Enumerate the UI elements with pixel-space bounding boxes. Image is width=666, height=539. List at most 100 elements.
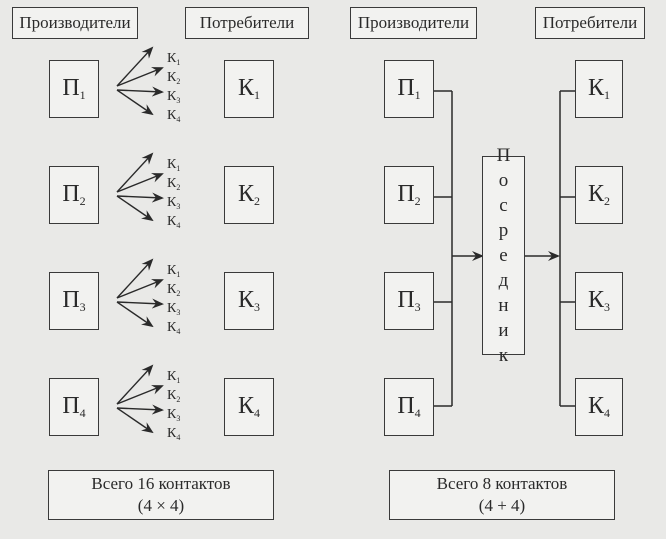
header-text: Потребители bbox=[199, 13, 295, 32]
node-label: К2 bbox=[237, 181, 260, 208]
left-total-box: Всего 16 контактов (4 × 4) bbox=[48, 470, 274, 520]
left-producer-p3: П3 bbox=[49, 272, 99, 330]
header-text: Производители bbox=[357, 13, 470, 32]
intermediary-letter: П bbox=[496, 145, 511, 166]
fan-arrow bbox=[116, 46, 154, 87]
fan-arrow bbox=[116, 407, 154, 434]
node-subscript: 1 bbox=[604, 88, 610, 102]
label-subscript: 4 bbox=[176, 327, 181, 336]
right-consumer-k4: К4 bbox=[575, 378, 623, 436]
node-subscript: 4 bbox=[254, 406, 260, 420]
fan-arrow bbox=[116, 152, 154, 193]
node-subscript: 1 bbox=[254, 88, 260, 102]
label-subscript: 3 bbox=[176, 308, 181, 317]
node-label: П3 bbox=[62, 287, 86, 314]
arrow-label-k1: К1 bbox=[167, 263, 181, 279]
node-label: П2 bbox=[397, 181, 421, 208]
node-label: П3 bbox=[397, 287, 421, 314]
node-subscript: 4 bbox=[604, 406, 610, 420]
intermediary-letter: р bbox=[498, 220, 509, 241]
node-label: П4 bbox=[397, 393, 421, 420]
fan-arrow bbox=[116, 258, 154, 299]
label-subscript: 1 bbox=[176, 58, 181, 67]
total-line-2: (4 × 4) bbox=[137, 496, 185, 515]
node-subscript: 1 bbox=[79, 88, 86, 102]
node-subscript: 3 bbox=[254, 300, 260, 314]
left-consumer-k4: К4 bbox=[224, 378, 274, 436]
node-subscript: 2 bbox=[79, 194, 86, 208]
arrow-label-k1: К1 bbox=[167, 51, 181, 67]
node-label: К2 bbox=[587, 181, 610, 208]
node-label: П4 bbox=[62, 393, 86, 420]
intermediary-letter: о bbox=[498, 170, 509, 191]
left-producer-p1: П1 bbox=[49, 60, 99, 118]
fan-arrow bbox=[116, 173, 164, 193]
label-subscript: 1 bbox=[176, 270, 181, 279]
fan-arrow bbox=[116, 404, 164, 415]
arrow-label-k4: К4 bbox=[167, 320, 181, 336]
total-line-1: Всего 16 контактов bbox=[91, 474, 231, 493]
left-producer-p2: П2 bbox=[49, 166, 99, 224]
right-consumer-k1: К1 bbox=[575, 60, 623, 118]
arrow-label-k4: К4 bbox=[167, 214, 181, 230]
arrow-label-k3: К3 bbox=[167, 301, 181, 317]
node-label: К1 bbox=[237, 75, 260, 102]
left-header-producers: Производители bbox=[12, 7, 138, 39]
node-label: П2 bbox=[62, 181, 86, 208]
node-label: К1 bbox=[587, 75, 610, 102]
arrow-label-k2: К2 bbox=[167, 388, 181, 404]
node-subscript: 4 bbox=[414, 406, 421, 420]
label-subscript: 1 bbox=[176, 376, 181, 385]
arrow-label-k4: К4 bbox=[167, 426, 181, 442]
node-subscript: 2 bbox=[254, 194, 260, 208]
fan-arrow bbox=[116, 364, 154, 405]
right-producer-p2: П2 bbox=[384, 166, 434, 224]
label-subscript: 3 bbox=[176, 96, 181, 105]
intermediary-letter: е bbox=[499, 245, 508, 266]
header-text: Производители bbox=[19, 13, 131, 32]
label-subscript: 3 bbox=[176, 414, 181, 423]
arrow-label-k3: К3 bbox=[167, 407, 181, 423]
node-label: К3 bbox=[237, 287, 260, 314]
node-subscript: 3 bbox=[79, 300, 86, 314]
left-consumer-k3: К3 bbox=[224, 272, 274, 330]
right-producer-p3: П3 bbox=[384, 272, 434, 330]
label-subscript: 2 bbox=[176, 77, 181, 86]
right-consumer-k2: К2 bbox=[575, 166, 623, 224]
total-line-1: Всего 8 контактов bbox=[436, 474, 568, 493]
fan-arrow bbox=[116, 86, 164, 97]
arrow-label-k2: К2 bbox=[167, 70, 181, 86]
node-label: К4 bbox=[587, 393, 610, 420]
left-consumer-k2: К2 bbox=[224, 166, 274, 224]
node-subscript: 3 bbox=[414, 300, 421, 314]
node-label: П1 bbox=[62, 75, 86, 102]
fan-arrow bbox=[116, 279, 164, 299]
right-header-producers: Производители bbox=[350, 7, 477, 39]
arrow-label-k2: К2 bbox=[167, 282, 181, 298]
arrow-label-k3: К3 bbox=[167, 89, 181, 105]
arrow-label-k3: К3 bbox=[167, 195, 181, 211]
node-label: К3 bbox=[587, 287, 610, 314]
node-subscript: 4 bbox=[79, 406, 86, 420]
label-subscript: 2 bbox=[176, 395, 181, 404]
fan-arrow bbox=[116, 301, 154, 328]
right-producer-p1: П1 bbox=[384, 60, 434, 118]
right-producer-p4: П4 bbox=[384, 378, 434, 436]
fan-arrow bbox=[116, 192, 164, 203]
arrow-label-k1: К1 bbox=[167, 369, 181, 385]
label-subscript: 4 bbox=[176, 115, 181, 124]
label-subscript: 3 bbox=[176, 202, 181, 211]
left-consumer-k1: К1 bbox=[224, 60, 274, 118]
node-subscript: 2 bbox=[604, 194, 610, 208]
node-label: К4 bbox=[237, 393, 260, 420]
arrow-label-k1: К1 bbox=[167, 157, 181, 173]
fan-arrow bbox=[116, 67, 164, 87]
node-subscript: 3 bbox=[604, 300, 610, 314]
label-subscript: 4 bbox=[176, 433, 181, 442]
left-header-consumers: Потребители bbox=[185, 7, 309, 39]
fan-arrow bbox=[116, 89, 154, 116]
fan-arrow bbox=[116, 298, 164, 309]
label-subscript: 2 bbox=[176, 289, 181, 298]
